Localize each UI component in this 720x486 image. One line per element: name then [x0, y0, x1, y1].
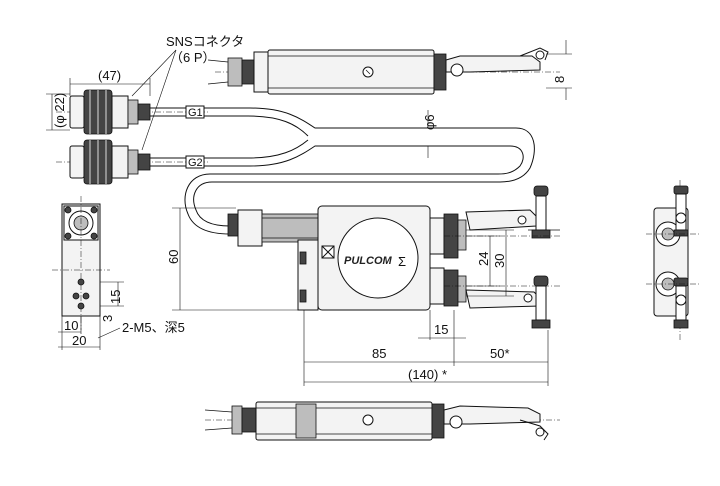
dim-15-bottom-label: 15 — [434, 322, 448, 337]
dim-3-label: 3 — [100, 315, 115, 322]
dim-10-label: 10 — [64, 318, 78, 333]
dim-15-side-label: 15 — [108, 290, 123, 304]
dim-60-label: 60 — [166, 250, 181, 264]
cable-g2-label: G2 — [188, 157, 203, 169]
brand-logo: PULCOM — [344, 255, 393, 267]
dim-8-label: 8 — [552, 76, 567, 83]
connector-pins-label: （6 P） — [170, 50, 216, 65]
dim-phi6-label: φ6 — [422, 114, 437, 130]
connector-name-label: SNSコネクタ — [166, 34, 244, 49]
cable-g1-label: G1 — [188, 107, 203, 119]
front-view: PULCOM Σ 60 — [166, 185, 562, 386]
dim-47-label: (47) — [98, 68, 121, 83]
top-view: 8 — [207, 40, 572, 100]
dim-24-label: 24 — [476, 252, 491, 266]
dim-140-label: (140) * — [408, 367, 447, 382]
connectors: SNSコネクタ （6 P） (47) (φ 22) G1 — [46, 34, 535, 235]
thread-note-label: 2-M5、深5 — [122, 320, 185, 335]
dim-50-label: 50* — [490, 346, 510, 361]
bottom-view — [204, 401, 560, 441]
left-side-view: 15 3 2-M5、深5 10 20 — [52, 196, 185, 350]
right-side-view — [646, 180, 700, 340]
dim-85-label: 85 — [372, 346, 386, 361]
dim-phi22-label: (φ 22) — [52, 93, 67, 128]
dim-20-label: 20 — [72, 333, 86, 348]
brand-sigma: Σ — [398, 254, 406, 269]
dim-30-label: 30 — [492, 254, 507, 268]
